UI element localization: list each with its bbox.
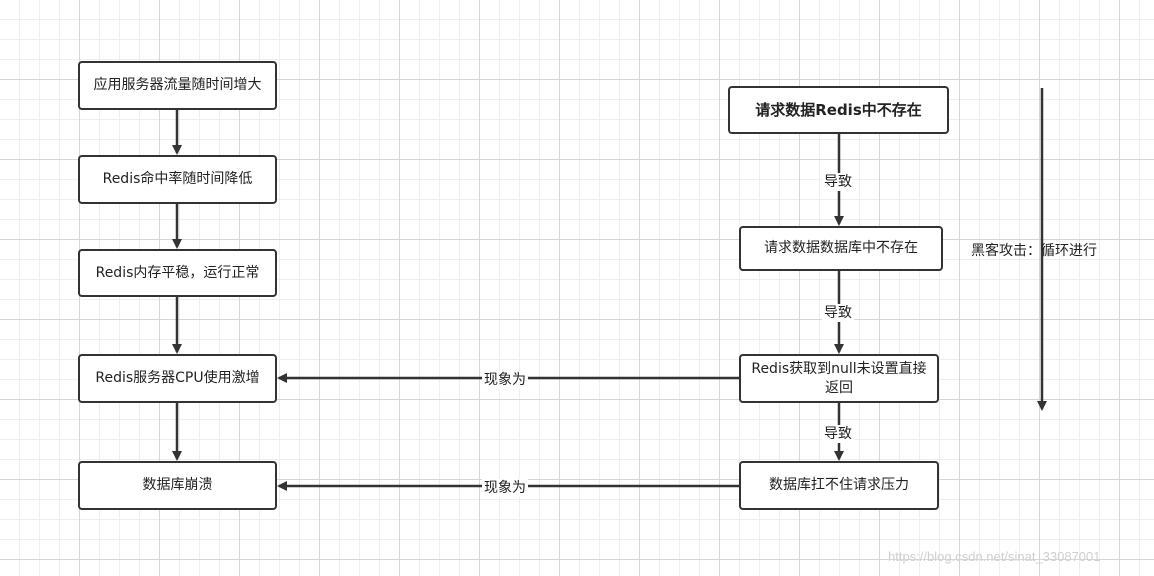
node-memory-stable: Redis内存平稳，运行正常 [78,249,277,297]
edge-label-manifests-1: 现象为 [482,371,528,389]
node-text: 数据库扛不住请求压力 [769,477,909,493]
node-cpu-surge: Redis服务器CPU使用激增 [78,354,277,403]
node-null-return: Redis获取到null未设置直接返回 [739,354,939,403]
watermark: https://blog.csdn.net/sinat_33087001 [888,549,1101,564]
node-traffic-increase: 应用服务器流量随时间增大 [78,61,277,110]
node-text: 请求数据Redis中不存在 [755,100,922,119]
edge-label-causes-1: 导致 [822,173,854,191]
edge-label-causes-3: 导致 [822,425,854,443]
edge-label-causes-2: 导致 [822,304,854,322]
node-db-overload: 数据库扛不住请求压力 [739,461,939,510]
node-text: Redis获取到null未设置直接返回 [751,360,927,396]
node-text: 数据库崩溃 [142,477,213,493]
node-db-crash: 数据库崩溃 [78,461,277,510]
node-text: Redis内存平稳，运行正常 [95,264,260,281]
edge-label-manifests-2: 现象为 [482,479,528,497]
loop-label: 黑客攻击：循环进行 [971,243,1097,259]
node-text: 请求数据数据库中不存在 [764,240,918,256]
node-redis-miss: 请求数据Redis中不存在 [728,86,949,134]
node-hit-rate-drop: Redis命中率随时间降低 [78,155,277,204]
node-text: Redis命中率随时间降低 [102,171,253,187]
node-db-miss: 请求数据数据库中不存在 [739,226,943,271]
node-text: 应用服务器流量随时间增大 [93,77,262,93]
node-text: Redis服务器CPU使用激增 [95,370,260,386]
